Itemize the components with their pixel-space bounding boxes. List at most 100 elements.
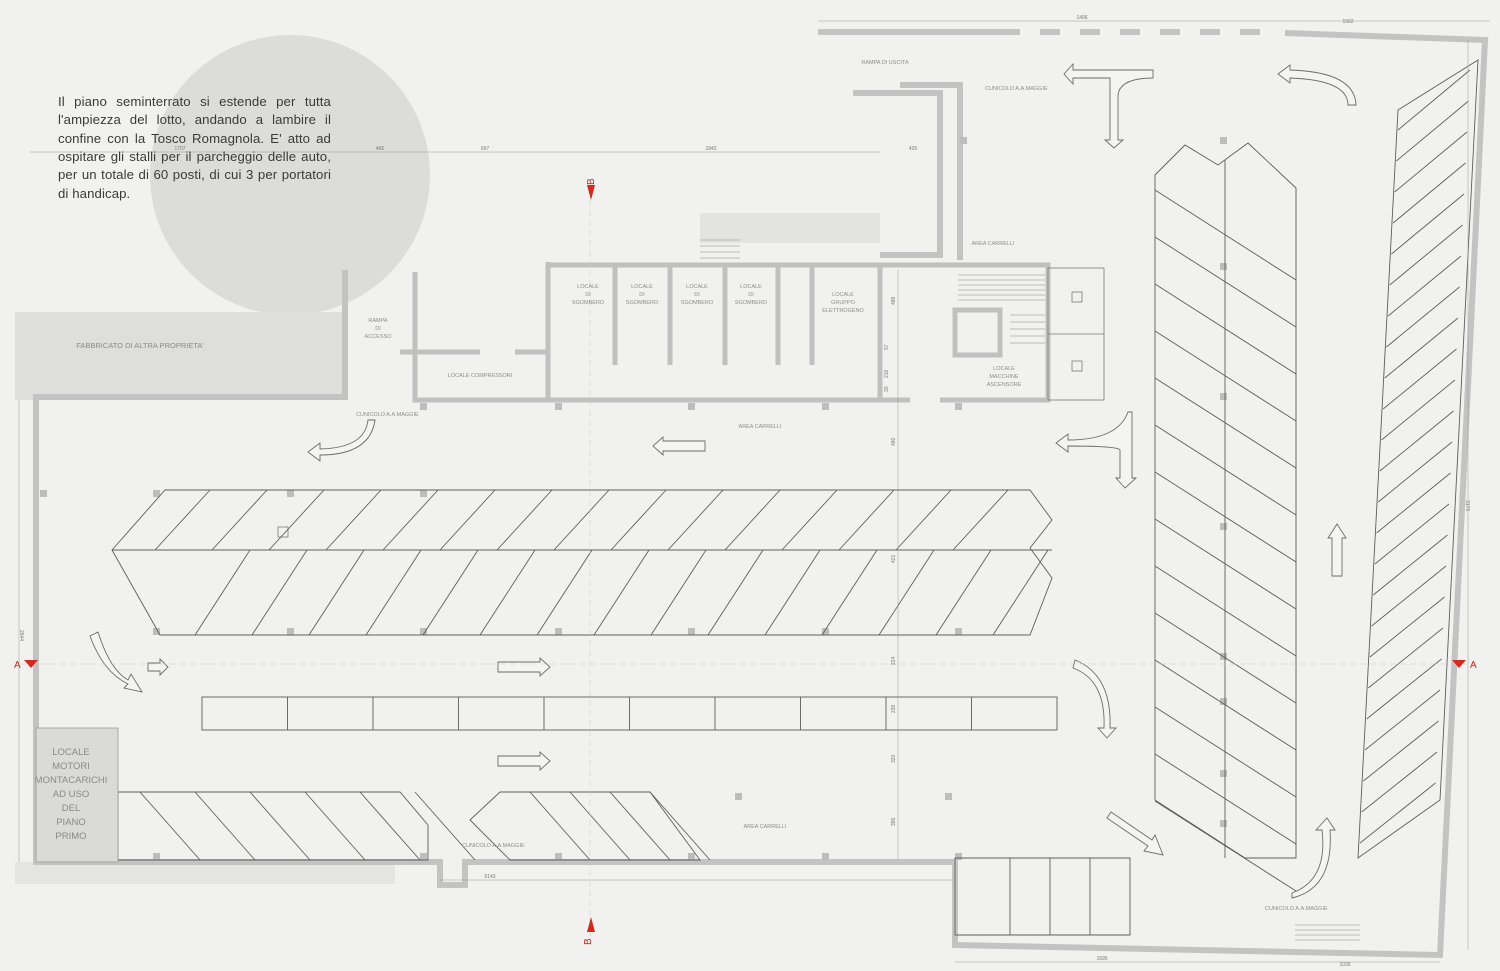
svg-text:DI: DI <box>748 292 754 298</box>
stall-divider <box>325 489 382 551</box>
stall-divider <box>251 549 308 636</box>
arrow-curve-3 <box>1277 64 1357 106</box>
stall-divider <box>1374 503 1450 565</box>
stall-divider <box>1154 377 1297 469</box>
stall-divider <box>249 791 311 861</box>
stall-divider <box>838 489 895 551</box>
svg-text:MOTORI: MOTORI <box>52 761 90 772</box>
stall-divider <box>935 549 992 636</box>
svg-text:2644: 2644 <box>18 630 24 641</box>
area-carrelli-label-1: AREA CARRELLI <box>971 241 1015 247</box>
elettrogeno-label: LOCALE GRUPPO ELETTROGENO <box>822 292 864 314</box>
svg-text:216: 216 <box>884 369 890 378</box>
stall-divider <box>1386 286 1460 348</box>
section-marker-b-bottom: B <box>583 917 595 945</box>
stall-divider <box>1368 627 1444 689</box>
svg-text:30: 30 <box>884 386 890 392</box>
dimension-lines <box>18 20 1490 963</box>
stall-divider <box>1154 283 1297 375</box>
stall-divider <box>1154 189 1297 281</box>
stall-divider <box>1154 612 1297 704</box>
svg-text:1035: 1035 <box>1339 962 1350 968</box>
stall-column-right-outline <box>1154 142 1297 859</box>
stall-divider <box>139 791 201 861</box>
arrow-curve-7 <box>1291 817 1336 899</box>
svg-text:B: B <box>583 938 594 945</box>
stall-divider <box>610 489 667 551</box>
sgombero-label-4: LOCALE DI SGOMBERO <box>735 284 768 306</box>
svg-text:57: 57 <box>884 344 890 350</box>
svg-text:LOCALE: LOCALE <box>832 292 854 298</box>
stall-divider <box>649 791 711 861</box>
stall-divider <box>1366 658 1442 720</box>
stall-divider <box>724 489 781 551</box>
stall-divider <box>1361 751 1438 813</box>
svg-text:1695: 1695 <box>1096 956 1107 962</box>
stall-divider <box>529 791 591 861</box>
stall-divider <box>382 489 439 551</box>
stall-divider <box>1372 534 1448 596</box>
stall-row-central-outline <box>111 489 1053 636</box>
svg-text:LOCALE: LOCALE <box>577 284 599 290</box>
stall-divider <box>992 549 1049 636</box>
fabbricato-label: FABBRICATO DI ALTRA PROPRIETA' <box>76 341 204 350</box>
neighbour-building <box>15 312 345 400</box>
external-strip <box>15 862 395 884</box>
arrow-right-1 <box>147 657 169 677</box>
stall-divider <box>707 549 764 636</box>
svg-text:SGOMBERO: SGOMBERO <box>572 300 605 306</box>
stall-divider <box>667 489 724 551</box>
svg-text:DI: DI <box>375 326 381 332</box>
svg-text:320: 320 <box>891 754 897 763</box>
svg-text:224: 224 <box>891 656 897 665</box>
svg-text:SGOMBERO: SGOMBERO <box>735 300 768 306</box>
stall-row-bottom-right-outline <box>954 857 1131 936</box>
arrow-right-2 <box>497 656 551 678</box>
svg-text:395: 395 <box>891 817 897 826</box>
svg-text:DI: DI <box>694 292 700 298</box>
arrow-curve-6 <box>89 631 143 693</box>
arrow-up-1 <box>1327 523 1347 577</box>
sgombero-label-3: LOCALE DI SGOMBERO <box>681 284 714 306</box>
stall-divider <box>1154 471 1297 563</box>
svg-text:1707: 1707 <box>174 146 185 152</box>
stall-divider <box>365 549 422 636</box>
arrow-curve-2 <box>1063 62 1154 149</box>
stall-divider <box>1382 348 1457 410</box>
locale-motori-room <box>35 727 119 863</box>
stall-divider <box>1377 441 1453 503</box>
stall-divider <box>952 489 1009 551</box>
traffic-arrows <box>89 62 1357 899</box>
svg-text:A: A <box>1470 660 1477 671</box>
stall-divider <box>304 791 366 861</box>
stall-divider <box>878 549 935 636</box>
stall-divider <box>821 549 878 636</box>
stall-divider <box>1154 518 1297 610</box>
stall-divider <box>1381 379 1456 441</box>
cunicolo-label-1: CUNICOLO A.A.MAGGIE <box>985 86 1048 92</box>
svg-text:230: 230 <box>891 704 897 713</box>
service-block-walls <box>400 262 1051 403</box>
arrow-right-3 <box>497 750 551 772</box>
stall-divider <box>211 489 268 551</box>
stall-divider <box>1364 689 1441 751</box>
svg-text:LOCALE: LOCALE <box>686 284 708 290</box>
rampa-uscita-label: RAMPA DI USCITA <box>861 60 908 66</box>
stall-divider <box>422 549 479 636</box>
stall-row-bottom-left-outline <box>117 791 429 861</box>
svg-text:421: 421 <box>891 554 897 563</box>
stall-divider <box>359 791 421 861</box>
accessible-parking-box <box>277 267 1105 538</box>
stall-divider <box>609 791 671 861</box>
svg-text:1406: 1406 <box>1076 15 1087 21</box>
stall-column-far-right-outline <box>1357 59 1479 859</box>
arrow-curve-1 <box>307 419 376 462</box>
locale-motori-label: LOCALE MOTORI MONTACARICHI AD USO DEL PI… <box>35 747 108 842</box>
stall-divider <box>1394 131 1468 193</box>
svg-text:LOCALE: LOCALE <box>740 284 762 290</box>
section-marker-b-top: B <box>586 178 597 200</box>
svg-text:RAMPA: RAMPA <box>368 318 387 324</box>
stall-divider <box>593 549 650 636</box>
stall-divider <box>268 489 325 551</box>
